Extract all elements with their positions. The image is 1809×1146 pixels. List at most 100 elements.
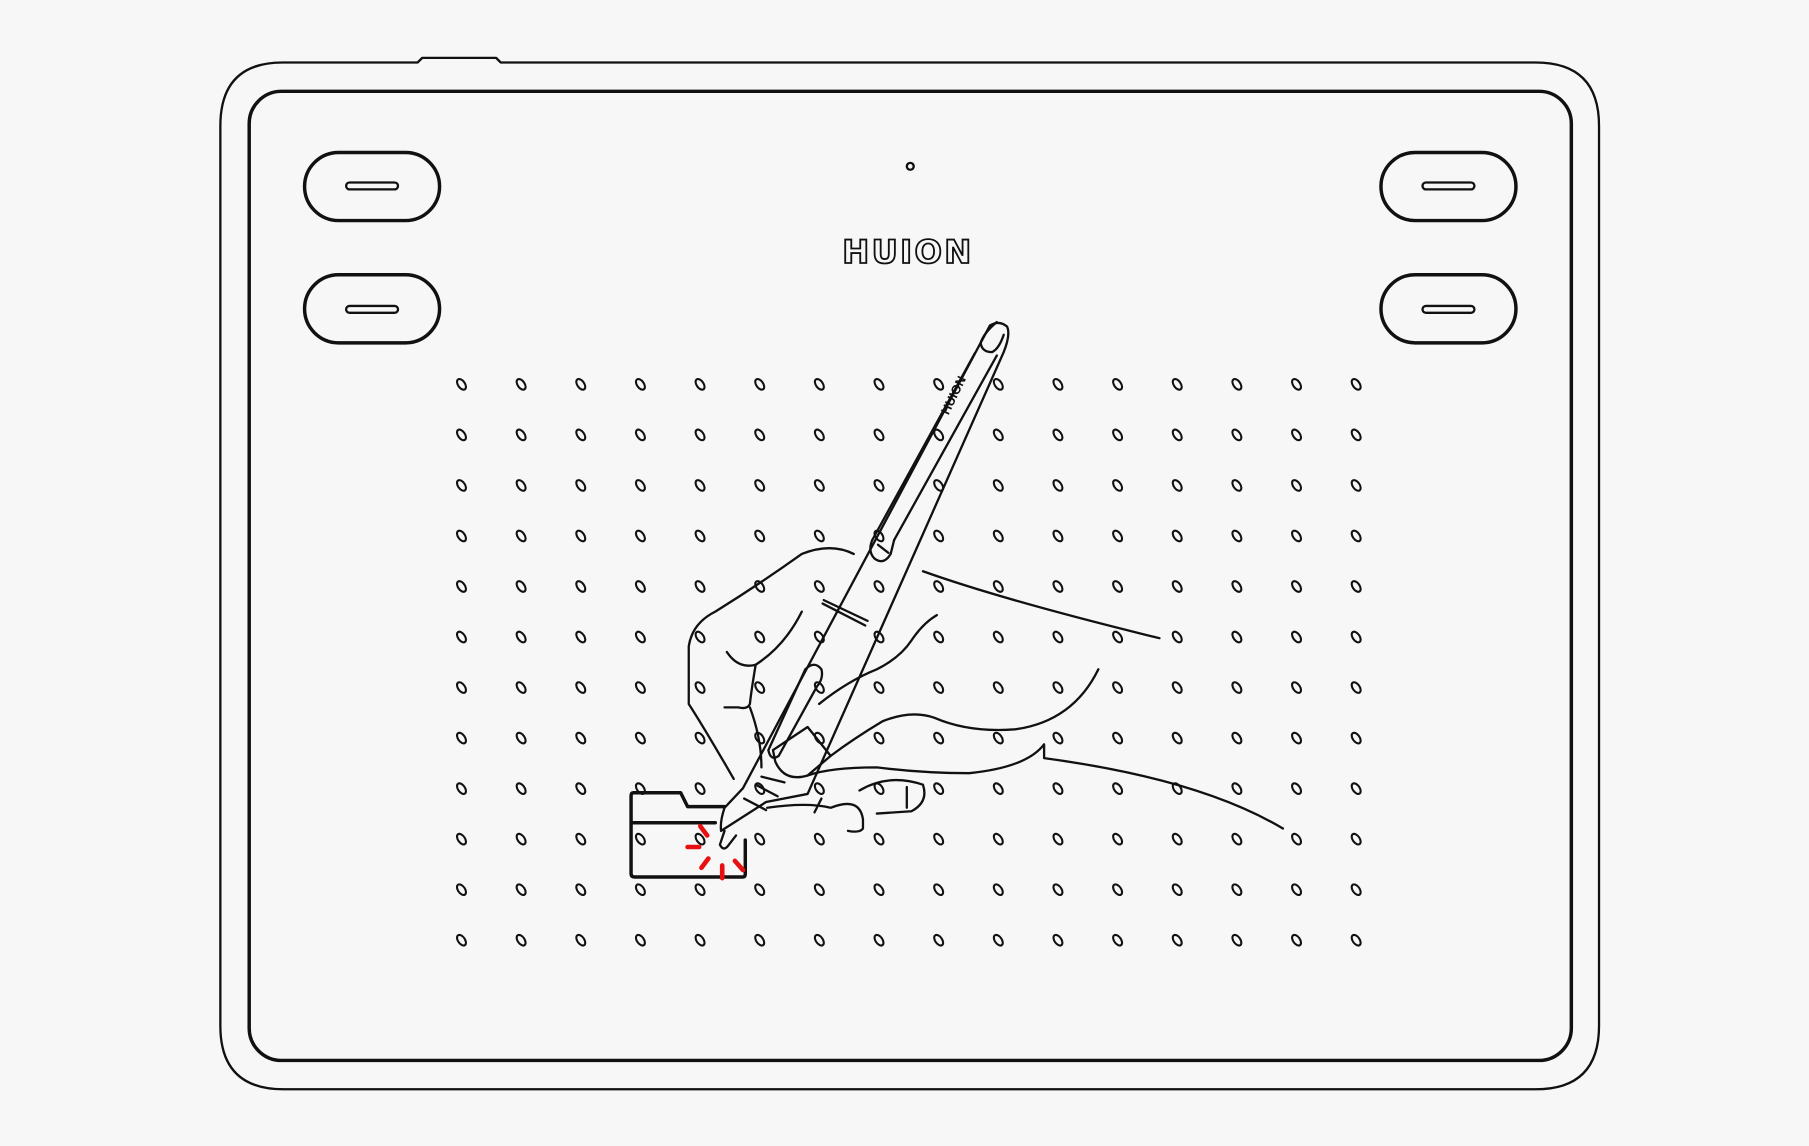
folder-icon — [629, 791, 748, 881]
grid-dot — [1291, 883, 1303, 897]
grid-dot — [1350, 630, 1362, 644]
grid-dot — [1171, 479, 1183, 492]
grid-dot — [992, 630, 1004, 644]
grid-dot — [1112, 378, 1124, 391]
grid-dot — [992, 580, 1004, 593]
grid-dot — [992, 428, 1004, 442]
grid-dot — [1350, 782, 1362, 795]
grid-dot — [754, 529, 766, 543]
grid-dot — [873, 428, 885, 442]
grid-dot — [873, 580, 885, 593]
grid-dot — [1231, 529, 1243, 543]
grid-dot — [1231, 681, 1243, 694]
grid-dot — [694, 933, 706, 947]
grid-dot — [1112, 933, 1124, 947]
express-key-1[interactable] — [302, 150, 442, 223]
grid-dot — [754, 428, 766, 442]
grid-dot — [455, 933, 467, 947]
grid-dot — [515, 529, 527, 543]
grid-dot — [1052, 378, 1064, 391]
express-key-2[interactable] — [302, 273, 442, 345]
grid-dot — [694, 378, 706, 391]
grid-dot — [1052, 479, 1064, 492]
grid-dot — [1350, 681, 1362, 694]
grid-dot — [873, 479, 885, 492]
grid-dot — [1350, 479, 1362, 492]
grid-dot — [1052, 782, 1064, 795]
grid-dot — [813, 529, 825, 543]
grid-dot — [1112, 580, 1124, 593]
grid-dot — [754, 630, 766, 644]
grid-dot — [1231, 479, 1243, 492]
grid-dot — [754, 681, 766, 694]
grid-dot — [873, 731, 885, 745]
grid-dot — [1112, 428, 1124, 442]
express-key-3[interactable] — [1379, 150, 1518, 223]
grid-dot — [813, 479, 825, 492]
grid-dot — [933, 681, 945, 694]
grid-dot — [575, 630, 587, 644]
grid-dot — [634, 529, 646, 543]
tablet-outer-frame — [219, 56, 1601, 1091]
grid-dot — [634, 378, 646, 391]
grid-dot — [1231, 731, 1243, 745]
grid-dot — [1231, 933, 1243, 947]
grid-dot — [515, 378, 527, 391]
grid-dot — [515, 933, 527, 947]
grid-dot — [933, 933, 945, 947]
grid-dot — [634, 630, 646, 644]
grid-dot — [1291, 731, 1303, 745]
grid-dot — [575, 681, 587, 694]
tablet-active-area-border — [247, 89, 1574, 1063]
grid-dot — [575, 832, 587, 846]
grid-dot — [455, 580, 467, 593]
grid-dot — [873, 883, 885, 897]
grid-dot — [575, 731, 587, 745]
grid-dot — [694, 782, 706, 795]
grid-dot — [873, 681, 885, 694]
grid-dot — [455, 428, 467, 442]
grid-dot — [933, 529, 945, 543]
grid-dot — [1291, 630, 1303, 644]
grid-dot — [515, 883, 527, 897]
grid-dot — [1291, 933, 1303, 947]
grid-dot — [1171, 731, 1183, 745]
express-key-4[interactable] — [1379, 273, 1518, 345]
grid-dot — [575, 883, 587, 897]
grid-dot — [1350, 428, 1362, 442]
grid-dot — [515, 782, 527, 795]
grid-dot — [694, 580, 706, 593]
grid-dot — [813, 782, 825, 795]
grid-dot — [515, 630, 527, 644]
grid-dot — [933, 782, 945, 795]
grid-dot — [933, 731, 945, 745]
grid-dot — [1171, 378, 1183, 391]
grid-dot — [813, 832, 825, 846]
grid-dot — [1350, 580, 1362, 593]
grid-dot — [933, 832, 945, 846]
grid-dot — [1052, 731, 1064, 745]
dot-grid — [455, 378, 1362, 947]
grid-dot — [575, 529, 587, 543]
grid-dot — [1112, 479, 1124, 492]
grid-dot — [992, 378, 1004, 391]
grid-dot — [634, 580, 646, 593]
click-spark-icon — [685, 823, 746, 881]
grid-dot — [873, 832, 885, 846]
grid-dot — [1171, 529, 1183, 543]
grid-dot — [694, 630, 706, 644]
grid-dot — [933, 883, 945, 897]
grid-dot — [754, 832, 766, 846]
grid-dot — [1350, 731, 1362, 745]
grid-dot — [1171, 580, 1183, 593]
grid-dot — [1291, 832, 1303, 846]
grid-dot — [813, 731, 825, 745]
grid-dot — [455, 529, 467, 543]
grid-dot — [813, 580, 825, 593]
grid-dot — [634, 428, 646, 442]
grid-dot — [1052, 428, 1064, 442]
grid-dot — [1112, 681, 1124, 694]
grid-dot — [1231, 378, 1243, 391]
grid-dot — [1350, 832, 1362, 846]
